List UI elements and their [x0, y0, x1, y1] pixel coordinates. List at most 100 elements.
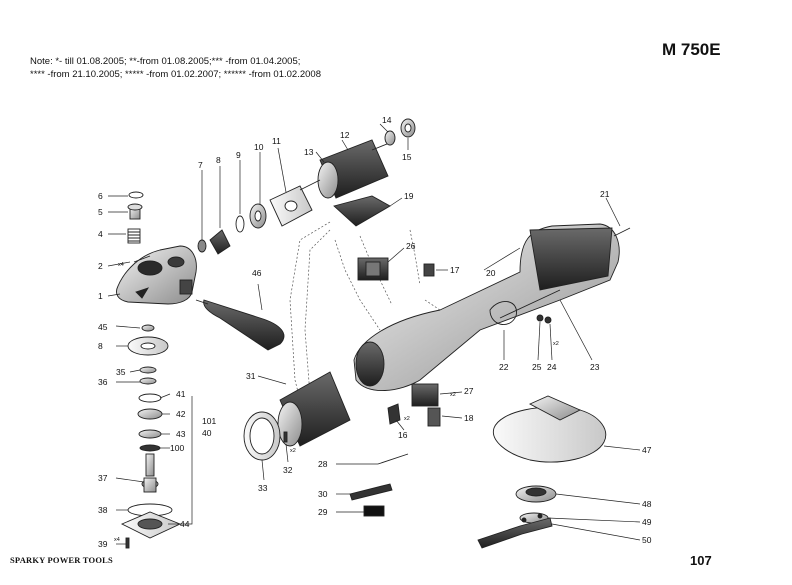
housing-screw	[133, 255, 151, 263]
callout-10: 10	[254, 142, 264, 152]
callout-46: 46	[252, 268, 262, 278]
callout-31: 31	[246, 371, 256, 381]
spindle-lock-spring	[127, 228, 141, 244]
retaining-ring-6	[128, 191, 144, 199]
side-handle	[195, 299, 285, 351]
callout-50: 50	[642, 535, 652, 545]
brush-plate-19	[333, 195, 391, 227]
bearing-42	[137, 408, 163, 420]
seal-100	[139, 444, 161, 452]
callout-39: 39	[98, 539, 108, 549]
switch-26	[357, 257, 389, 281]
cable-clamp-screws	[536, 314, 552, 324]
motor-housing	[353, 223, 620, 391]
bearing-sleeve-15	[400, 118, 416, 138]
callout-14: 14	[382, 115, 392, 125]
washer-7	[197, 239, 207, 253]
callout-28: 28	[318, 459, 328, 469]
callout-41: 41	[176, 389, 186, 399]
callout-12: 12	[340, 130, 350, 140]
callout-19: 19	[404, 191, 414, 201]
callout-20: 20	[486, 268, 496, 278]
callout-7: 7	[198, 160, 203, 170]
callout-5: 5	[98, 207, 103, 217]
bearing-14	[384, 130, 396, 146]
callout-44: 44	[180, 519, 190, 529]
callout-23: 23	[590, 362, 600, 372]
spacer-43	[138, 429, 162, 439]
bearing-flange	[120, 511, 182, 539]
callout-42: 42	[176, 409, 186, 419]
callout-27: 27	[464, 386, 474, 396]
outer-flange	[515, 485, 557, 503]
stator-ring	[243, 411, 281, 461]
callout-26: 26	[406, 241, 416, 251]
cooling-fan	[269, 185, 313, 227]
carbon-brush-holder	[411, 383, 441, 427]
washer-36	[139, 377, 157, 385]
callout-29: 29	[318, 507, 328, 517]
callout-48: 48	[642, 499, 652, 509]
callout-45: 45	[98, 322, 108, 332]
callout-labels: 6 5 4 2 x4 1 7 8 9 10 11 12 13 14 15 19 …	[98, 115, 652, 549]
callout-22: 22	[499, 362, 509, 372]
revision-note: Note: *- till 01.08.2005; **-from 01.08.…	[30, 55, 321, 81]
qty-39: x4	[114, 537, 120, 543]
callout-40: 40	[202, 428, 212, 438]
model-title: M 750E	[662, 40, 721, 59]
callout-8-bevel: 8	[98, 341, 103, 351]
callout-17: 17	[450, 265, 460, 275]
revision-note-line-1: Note: *- till 01.08.2005; **-from 01.08.…	[30, 56, 301, 67]
page-number: 107	[690, 553, 712, 568]
callout-24: 24	[547, 362, 557, 372]
washer-9	[235, 215, 245, 233]
bearing-10	[249, 203, 267, 229]
callout-38: 38	[98, 505, 108, 515]
spindle-nut-45	[141, 324, 155, 332]
switch-connector-17	[423, 263, 435, 277]
pin-spanner	[477, 513, 553, 549]
callout-9: 9	[236, 150, 241, 160]
bevel-gear	[127, 336, 169, 356]
callout-33: 33	[258, 483, 268, 493]
qty-24: x2	[553, 341, 559, 347]
callout-25: 25	[532, 362, 542, 372]
brand-footer: SPARKY POWER TOOLS	[10, 555, 113, 565]
leader-lines	[107, 123, 641, 545]
switch-rod	[377, 453, 409, 465]
callout-21: 21	[600, 189, 610, 199]
callout-43: 43	[176, 429, 186, 439]
callout-32: 32	[283, 465, 293, 475]
callout-16: 16	[398, 430, 408, 440]
qty-32: x2	[290, 448, 296, 454]
qty-27: x2	[450, 392, 456, 398]
callout-15: 15	[402, 152, 412, 162]
wheel-guard	[492, 395, 607, 463]
washer-35	[139, 366, 157, 374]
spindle	[141, 453, 159, 493]
callout-101: 101	[202, 416, 216, 426]
stator	[277, 371, 351, 447]
flange-screw	[125, 537, 130, 549]
spindle-lock-button	[127, 203, 143, 220]
armature	[299, 139, 393, 199]
switch-lever	[349, 483, 393, 501]
carbon-brush	[387, 403, 401, 425]
callout-100: 100	[170, 443, 184, 453]
housing-screw-21	[613, 227, 631, 237]
callout-11: 11	[272, 136, 281, 146]
callout-37: 37	[98, 473, 108, 483]
callout-1: 1	[98, 291, 103, 301]
callout-6: 6	[98, 191, 103, 201]
qty-2: x4	[118, 262, 124, 268]
switch-slider	[363, 505, 385, 517]
callout-4: 4	[98, 229, 103, 239]
callout-18: 18	[464, 413, 474, 423]
callout-2: 2	[98, 261, 103, 271]
callout-47: 47	[642, 445, 652, 455]
power-cable	[499, 289, 561, 319]
stator-screw	[283, 431, 288, 443]
callout-30: 30	[318, 489, 328, 499]
gear-housing	[116, 245, 197, 305]
